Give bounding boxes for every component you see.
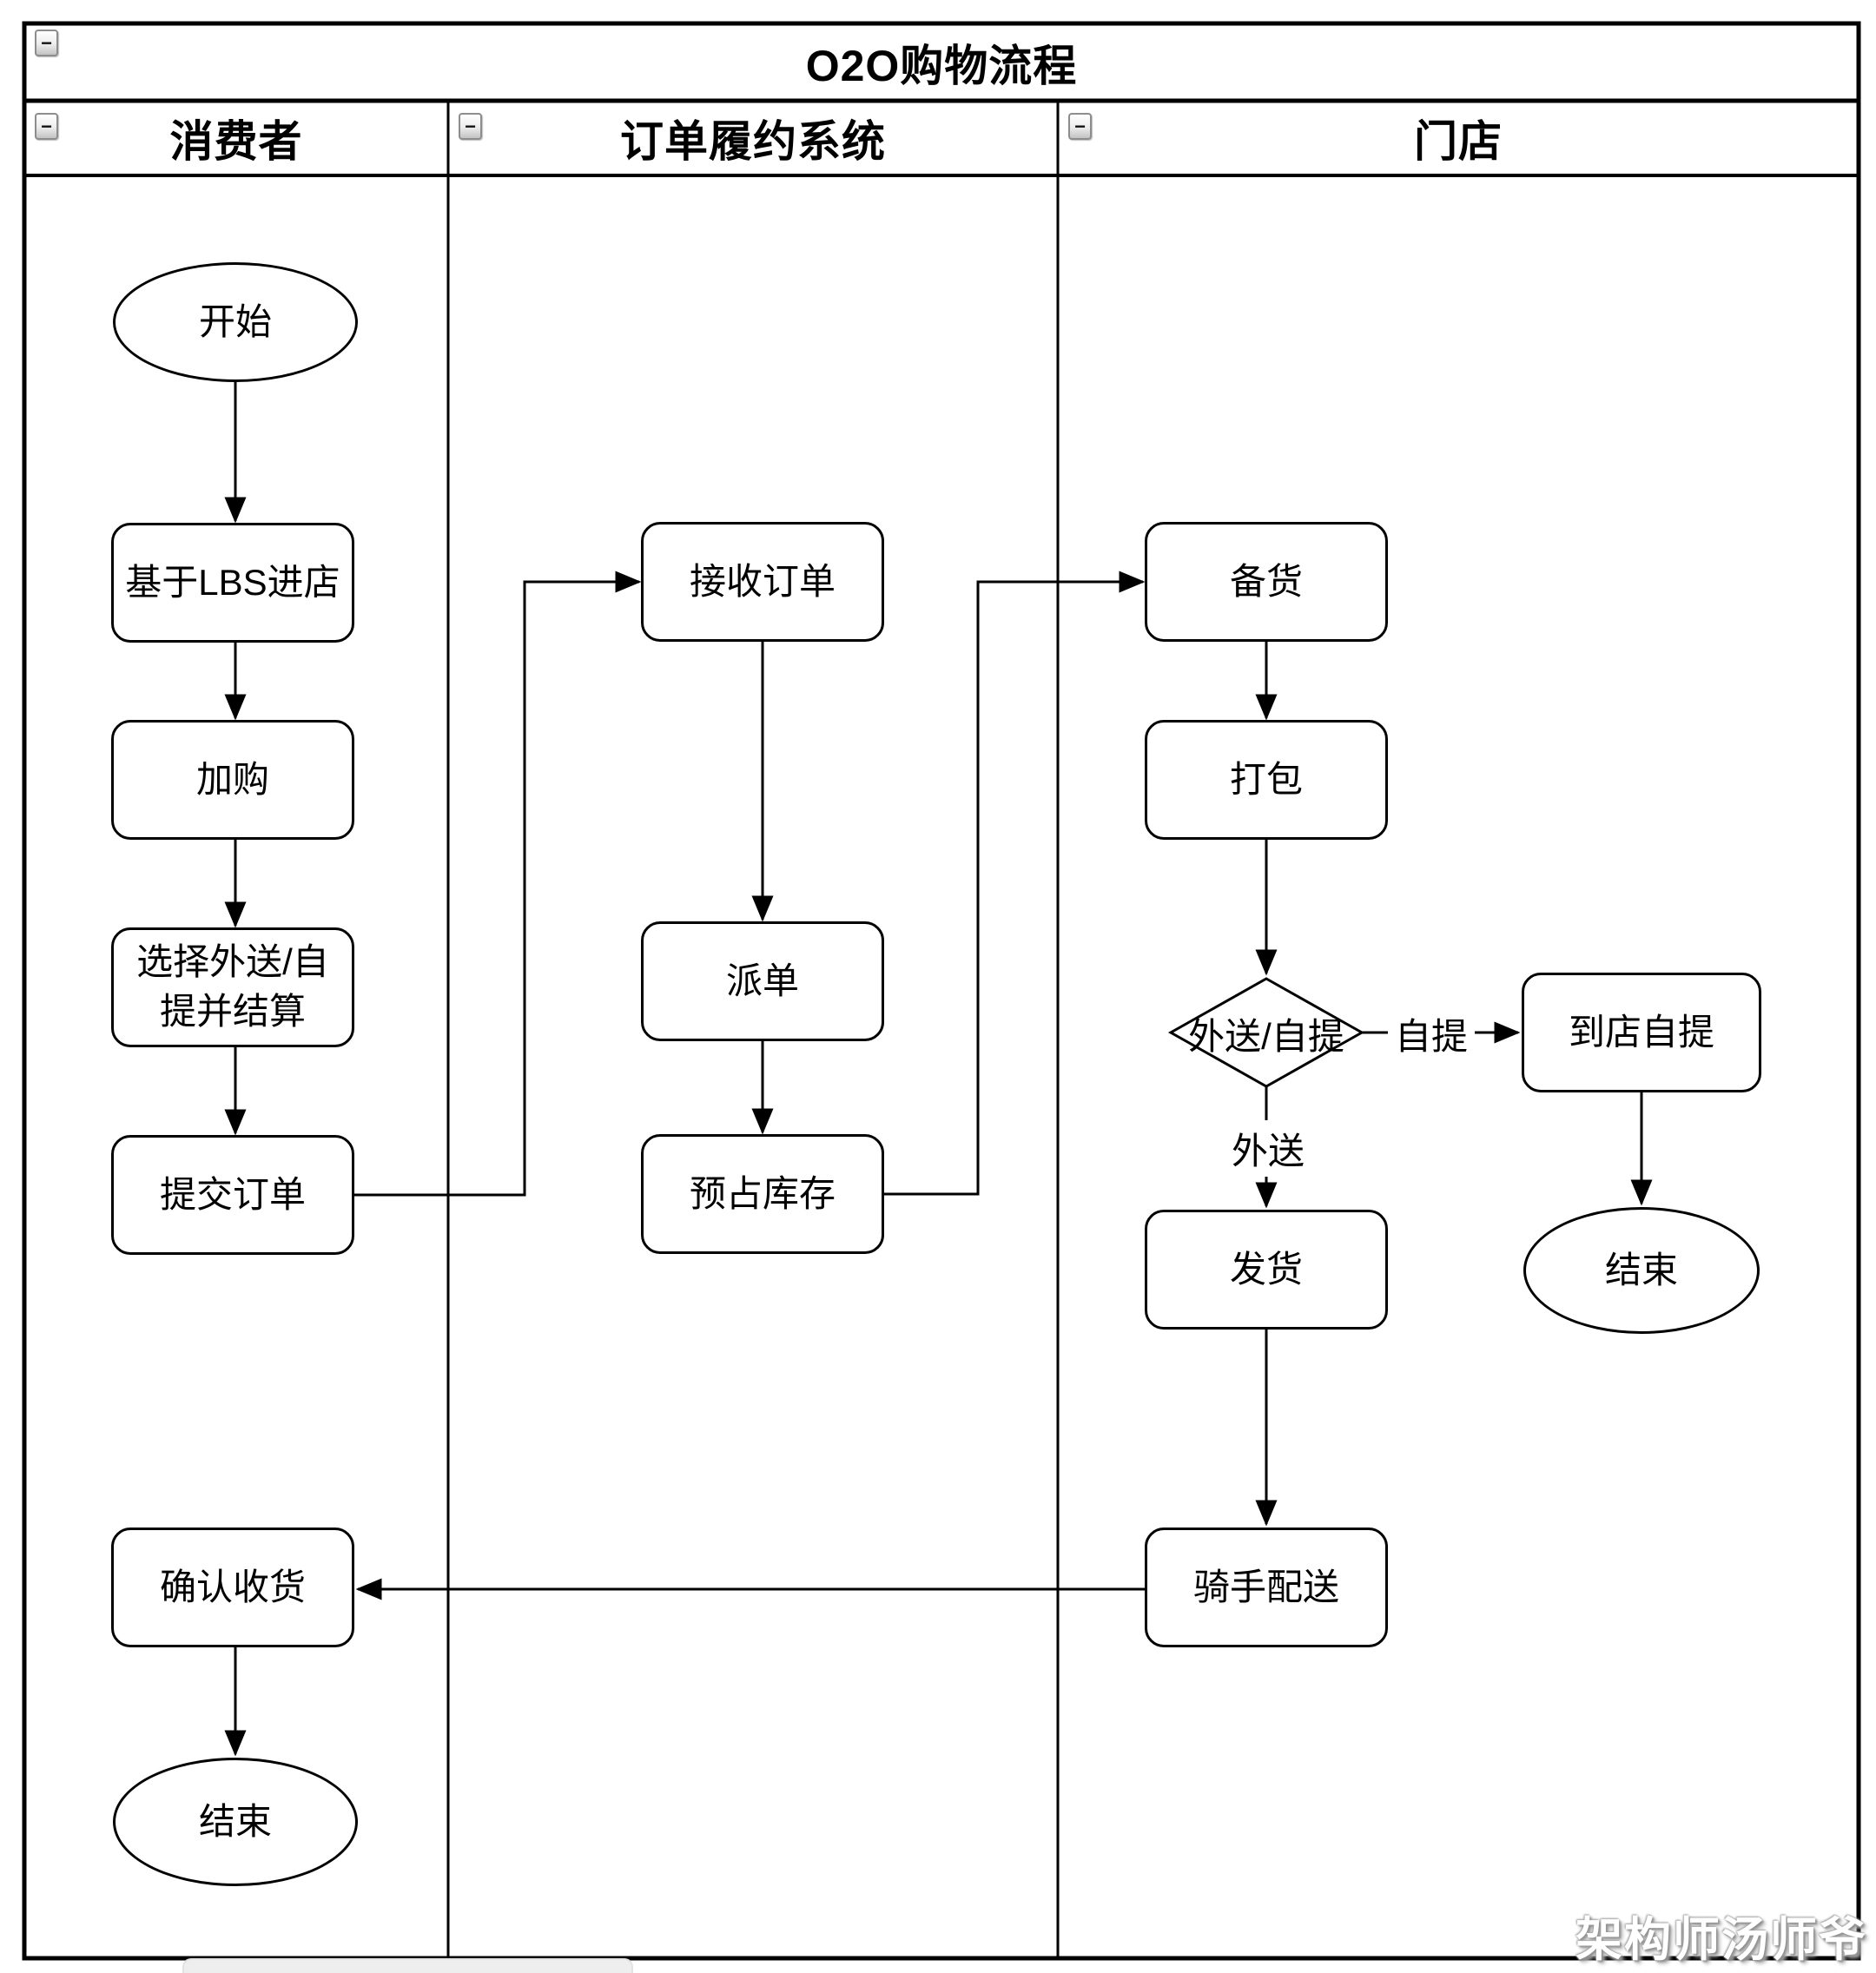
node-dispatch-order[interactable]: 派单 <box>641 921 884 1041</box>
node-choose-mode[interactable]: 选择外送/自提并结算 <box>111 927 354 1047</box>
watermark-text: 架构师汤师爷 <box>1575 1914 1867 1966</box>
lane-header-store: 门店 <box>1414 117 1503 166</box>
edge-submit-to-receive <box>354 571 642 1197</box>
node-rider-delivery[interactable]: 骑手配送 <box>1145 1528 1388 1647</box>
node-prepare-goods[interactable]: 备货 <box>1145 522 1388 642</box>
collapse-icon[interactable]: − <box>35 30 58 56</box>
node-store-pickup[interactable]: 到店自提 <box>1522 973 1761 1092</box>
node-store-end[interactable]: 结束 <box>1523 1207 1760 1334</box>
node-confirm-receipt[interactable]: 确认收货 <box>111 1528 354 1647</box>
node-consumer-end[interactable]: 结束 <box>113 1758 358 1886</box>
node-submit-order[interactable]: 提交订单 <box>111 1135 354 1255</box>
decision-diamond[interactable] <box>1167 977 1365 1088</box>
node-add-cart[interactable]: 加购 <box>111 720 354 840</box>
node-start[interactable]: 开始 <box>113 262 358 382</box>
edge-label-pickup: 自提 <box>1388 1006 1476 1062</box>
lane-header-fulfillment: 订单履约系统 <box>620 117 886 166</box>
node-ship-goods[interactable]: 发货 <box>1145 1210 1388 1330</box>
edge-reserve-to-prepare <box>884 571 1146 1196</box>
edge-label-delivery: 外送 <box>1225 1120 1312 1177</box>
node-receive-order[interactable]: 接收订单 <box>641 522 884 642</box>
node-pack-goods[interactable]: 打包 <box>1145 720 1388 840</box>
lane-header-consumer: 消费者 <box>169 117 303 166</box>
node-reserve-inventory[interactable]: 预占库存 <box>641 1134 884 1254</box>
collapse-icon[interactable]: − <box>459 113 482 140</box>
pool-border <box>22 21 1861 1961</box>
page-title: O2O购物流程 <box>805 41 1078 90</box>
decision-diamond-label: 外送/自提 <box>1188 1015 1344 1057</box>
bottom-scroll-bar[interactable] <box>182 1958 633 1973</box>
collapse-icon[interactable]: − <box>1068 113 1092 140</box>
node-lbs-entry[interactable]: 基于LBS进店 <box>111 523 354 643</box>
collapse-icon[interactable]: − <box>35 113 58 140</box>
